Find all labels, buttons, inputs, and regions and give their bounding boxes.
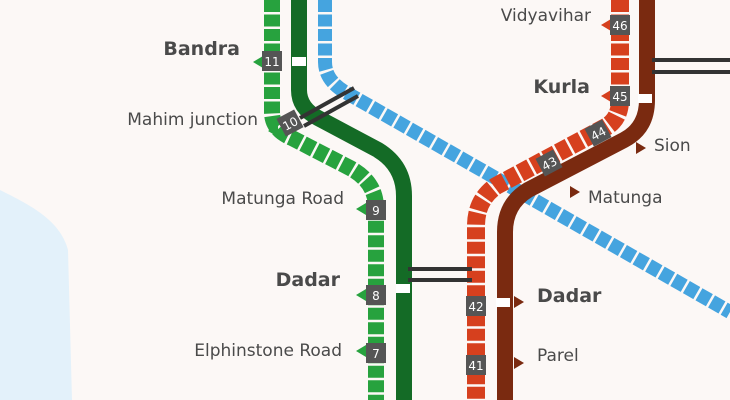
- station-label-kurla: Kurla: [533, 76, 590, 98]
- harbour-line: [318, 0, 730, 319]
- station-label-mahim: Mahim junction: [127, 110, 258, 130]
- station-label-dadar-west: Dadar: [276, 269, 341, 291]
- station-number-dadar-central: 42: [466, 296, 486, 316]
- svg-text:8: 8: [372, 289, 380, 303]
- svg-text:45: 45: [612, 90, 627, 104]
- svg-text:41: 41: [468, 359, 483, 373]
- station-label-bandra: Bandra: [163, 38, 240, 60]
- station-marker-bandra: [253, 56, 263, 68]
- svg-text:42: 42: [468, 300, 483, 314]
- western-line-fast: [291, 0, 412, 400]
- water-area: [0, 190, 72, 400]
- station-number-elphinstone: 7: [366, 343, 386, 363]
- station-label-matunga: Matunga: [588, 188, 663, 208]
- station-marker-sion: [636, 142, 646, 154]
- station-marker-mahim: [268, 125, 278, 137]
- svg-text:7: 7: [372, 347, 380, 361]
- station-marker-matunga-road: [356, 203, 366, 215]
- central-line-fast: [497, 0, 655, 400]
- station-marker-vidyavihar: [601, 19, 611, 31]
- station-number-sion: 44: [584, 119, 612, 147]
- svg-text:11: 11: [264, 55, 279, 69]
- station-number-matunga-road: 9: [366, 200, 386, 220]
- station-number-mahim: 10: [276, 109, 304, 137]
- station-label-elphinstone: Elphinstone Road: [194, 341, 342, 361]
- stop-marker: [292, 57, 306, 66]
- interchange-mahim: [299, 86, 359, 128]
- interchange-kurla: [652, 58, 730, 74]
- station-number-matunga: 43: [535, 149, 563, 177]
- svg-text:9: 9: [372, 204, 380, 218]
- western-line-slow: [264, 0, 384, 400]
- station-marker-dadar-central: [514, 296, 524, 308]
- station-label-vidyavihar: Vidyavihar: [501, 6, 591, 26]
- station-label-dadar-central: Dadar: [537, 285, 602, 307]
- station-marker-matunga: [570, 186, 580, 198]
- stop-marker: [638, 94, 652, 103]
- station-marker-elphinstone: [356, 345, 366, 357]
- station-marker-kurla: [601, 90, 611, 102]
- stop-marker: [396, 284, 410, 293]
- interchange-dadar: [408, 267, 472, 282]
- station-marker-parel: [514, 357, 524, 369]
- station-label-parel: Parel: [537, 346, 579, 366]
- svg-text:46: 46: [612, 19, 627, 33]
- station-number-bandra: 11: [262, 51, 282, 71]
- station-number-kurla: 45: [610, 86, 630, 106]
- svg-text:10: 10: [280, 114, 300, 134]
- station-marker-dadar-west: [356, 289, 366, 301]
- svg-text:44: 44: [588, 124, 608, 144]
- svg-text:43: 43: [539, 154, 559, 174]
- station-number-vidyavihar: 46: [610, 15, 630, 35]
- stop-marker: [496, 298, 510, 307]
- station-number-dadar-west: 8: [366, 285, 386, 305]
- station-label-sion: Sion: [654, 136, 691, 156]
- station-number-parel: 41: [466, 355, 486, 375]
- station-label-matunga-road: Matunga Road: [221, 189, 344, 209]
